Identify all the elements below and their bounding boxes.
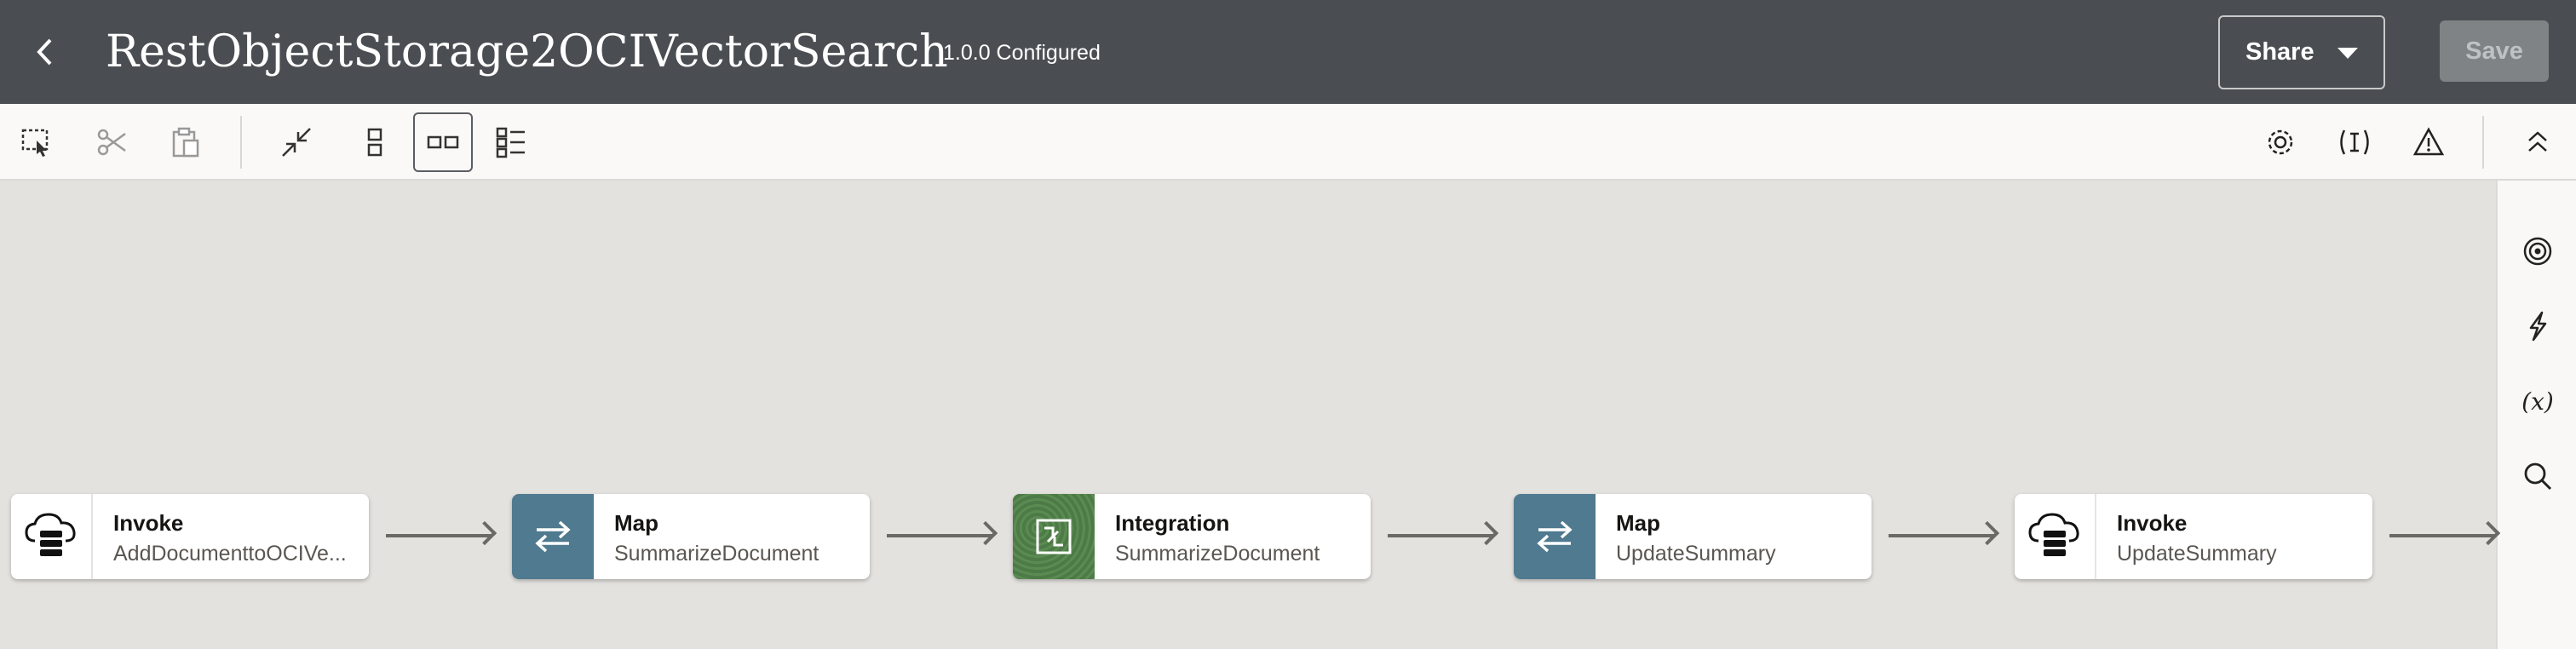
canvas-toolbar <box>0 104 2576 181</box>
integration-icon <box>1036 519 1072 554</box>
trigger-button[interactable] <box>2512 301 2563 352</box>
vertical-layout-button[interactable] <box>345 112 405 172</box>
flow-connector-arrow <box>887 534 992 537</box>
node-type-label: Invoke <box>2117 510 2188 536</box>
select-icon <box>21 129 49 157</box>
tracking-icon <box>2340 129 2369 155</box>
header-bar: RestObjectStorage2OCIVectorSearch 1.0.0 … <box>0 0 2576 104</box>
collapse-toolbar-button[interactable] <box>2508 112 2567 172</box>
target-icon <box>2523 237 2552 266</box>
caret-down-icon <box>2337 48 2358 59</box>
node-name-label: UpdateSummary <box>1616 542 1776 566</box>
cut-button[interactable] <box>82 112 141 172</box>
node-name-label: SummarizeDocument <box>1115 542 1320 566</box>
map-arrows-icon <box>1537 520 1573 553</box>
flow-node-invoke-adddocument[interactable]: Invoke AddDocumenttoOCIVe... <box>11 494 369 579</box>
cloud-database-icon <box>2028 513 2079 556</box>
toolbar-divider <box>2482 116 2484 169</box>
node-name-label: SummarizeDocument <box>614 542 819 566</box>
flow-node-integration-summarizedocument[interactable]: Integration SummarizeDocument <box>1013 494 1371 579</box>
cut-icon <box>97 129 126 156</box>
search-button[interactable] <box>2512 451 2563 502</box>
horizontal-layout-icon <box>427 135 459 149</box>
select-tool-button[interactable] <box>7 112 66 172</box>
save-button[interactable]: Save <box>2440 20 2549 82</box>
flow-connector-arrow <box>1889 534 1994 537</box>
details-layout-button[interactable] <box>481 112 541 172</box>
horizontal-layout-button[interactable] <box>413 112 473 172</box>
node-type-label: Integration <box>1115 510 1230 536</box>
node-type-label: Invoke <box>113 510 184 536</box>
chevron-left-icon <box>37 38 52 66</box>
node-icon-box <box>1514 494 1596 579</box>
details-layout-icon <box>496 127 525 158</box>
paste-icon <box>172 127 199 158</box>
right-tool-panel: (x) <box>2496 181 2576 649</box>
toolbar-divider <box>240 116 242 169</box>
node-name-label: UpdateSummary <box>2117 542 2277 566</box>
target-button[interactable] <box>2512 226 2563 277</box>
node-icon-box <box>512 494 594 579</box>
collapse-icon <box>282 128 311 157</box>
page-title: RestObjectStorage2OCIVectorSearch <box>106 26 948 78</box>
map-arrows-icon <box>535 520 571 553</box>
share-button-label: Share <box>2245 38 2314 66</box>
lightning-icon <box>2529 311 2547 342</box>
version-status: 1.0.0 Configured <box>943 41 1101 65</box>
cloud-database-icon <box>25 513 76 556</box>
node-icon-box <box>2015 494 2096 579</box>
flow-connector-arrow <box>386 534 492 537</box>
search-icon <box>2524 462 2552 491</box>
flow-node-invoke-updatesummary[interactable]: Invoke UpdateSummary <box>2015 494 2372 579</box>
flow-connector-arrow <box>2389 534 2495 537</box>
node-icon-box <box>1013 494 1095 579</box>
collapse-button[interactable] <box>267 112 326 172</box>
paste-button[interactable] <box>156 112 216 172</box>
chevron-up-icon <box>2528 131 2547 152</box>
flow-node-map-summarizedocument[interactable]: Map SummarizeDocument <box>512 494 870 579</box>
settings-button[interactable] <box>2251 112 2310 172</box>
back-button[interactable] <box>24 29 65 75</box>
share-button[interactable]: Share <box>2218 15 2385 89</box>
variables-button[interactable]: (x) <box>2512 376 2563 427</box>
node-type-label: Map <box>614 510 658 536</box>
vertical-layout-icon <box>367 128 382 157</box>
node-name-label: AddDocumenttoOCIVe... <box>113 542 347 566</box>
flow-connector-arrow <box>1388 534 1493 537</box>
variables-icon: (x) <box>2521 387 2554 416</box>
node-icon-box <box>11 494 93 579</box>
node-type-label: Map <box>1616 510 1660 536</box>
warning-icon <box>2412 127 2445 156</box>
warnings-button[interactable] <box>2399 112 2458 172</box>
flow-node-map-updatesummary[interactable]: Map UpdateSummary <box>1514 494 1872 579</box>
settings-icon <box>2268 129 2293 155</box>
tracking-button[interactable] <box>2325 112 2384 172</box>
